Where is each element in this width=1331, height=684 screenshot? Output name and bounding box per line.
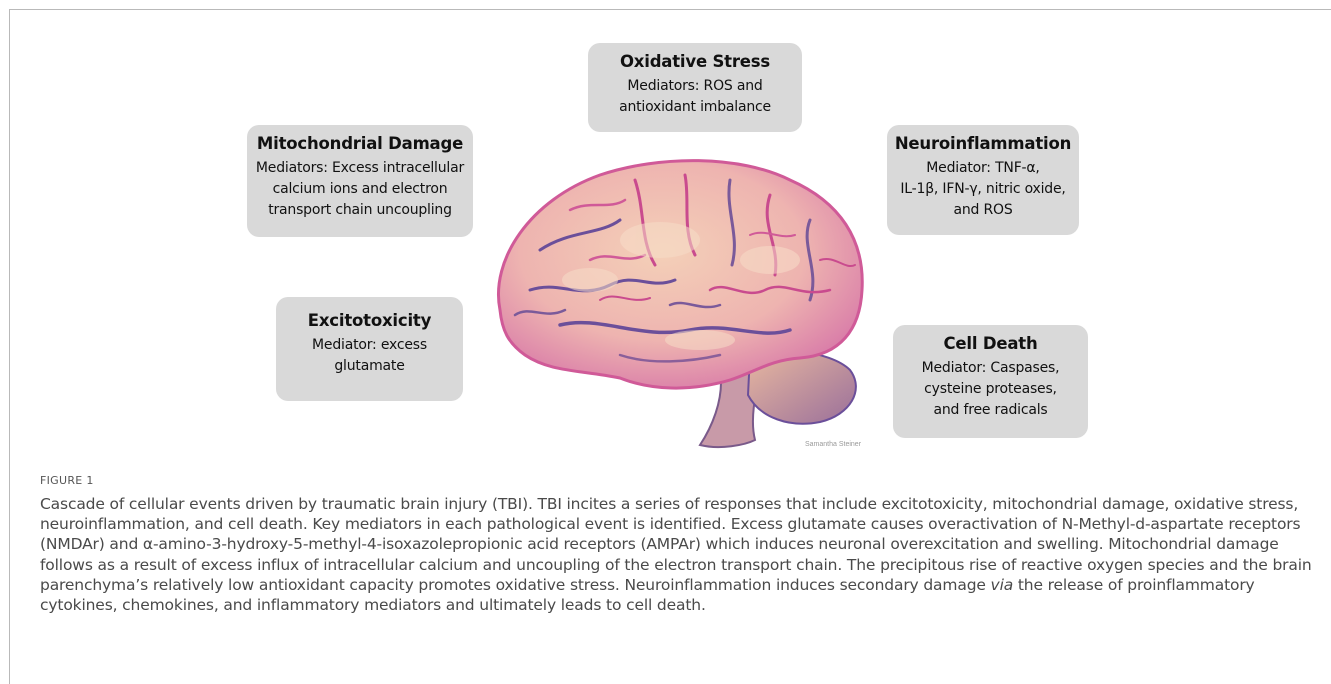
- box-text-line: transport chain uncoupling: [247, 200, 473, 221]
- box-text-line: IL-1β, IFN-γ, nitric oxide,: [887, 179, 1079, 200]
- neuroinflammation-box: Neuroinflammation Mediator: TNF-α, IL-1β…: [887, 125, 1079, 235]
- box-text-line: Mediators: ROS and: [588, 76, 802, 97]
- figure-caption: Cascade of cellular events driven by tra…: [40, 494, 1315, 615]
- box-text-line: calcium ions and electron: [247, 179, 473, 200]
- box-title: Excitotoxicity: [276, 311, 463, 331]
- caption-italic: via: [991, 576, 1014, 594]
- box-title: Mitochondrial Damage: [247, 134, 473, 154]
- box-text-line: and ROS: [887, 200, 1079, 221]
- excitotoxicity-box: Excitotoxicity Mediator: excess glutamat…: [276, 297, 463, 401]
- box-text-line: Mediator: TNF-α,: [887, 158, 1079, 179]
- box-text-line: cysteine proteases,: [893, 379, 1088, 400]
- oxidative-stress-box: Oxidative Stress Mediators: ROS and anti…: [588, 43, 802, 132]
- box-text-line: Mediator: excess: [276, 335, 463, 356]
- box-title: Neuroinflammation: [887, 134, 1079, 154]
- figure-illustration: Oxidative Stress Mediators: ROS and anti…: [0, 0, 1331, 460]
- box-text-line: glutamate: [276, 356, 463, 377]
- mitochondrial-damage-box: Mitochondrial Damage Mediators: Excess i…: [247, 125, 473, 237]
- box-text-line: Mediators: Excess intracellular: [247, 158, 473, 179]
- cell-death-box: Cell Death Mediator: Caspases, cysteine …: [893, 325, 1088, 438]
- box-title: Cell Death: [893, 334, 1088, 354]
- brain-illustration: [470, 140, 890, 460]
- artist-signature: Samantha Steiner: [805, 441, 861, 448]
- box-title: Oxidative Stress: [588, 52, 802, 72]
- box-text-line: Mediator: Caspases,: [893, 358, 1088, 379]
- box-text-line: antioxidant imbalance: [588, 97, 802, 118]
- box-text-line: and free radicals: [893, 400, 1088, 421]
- figure-label: FIGURE 1: [40, 474, 94, 487]
